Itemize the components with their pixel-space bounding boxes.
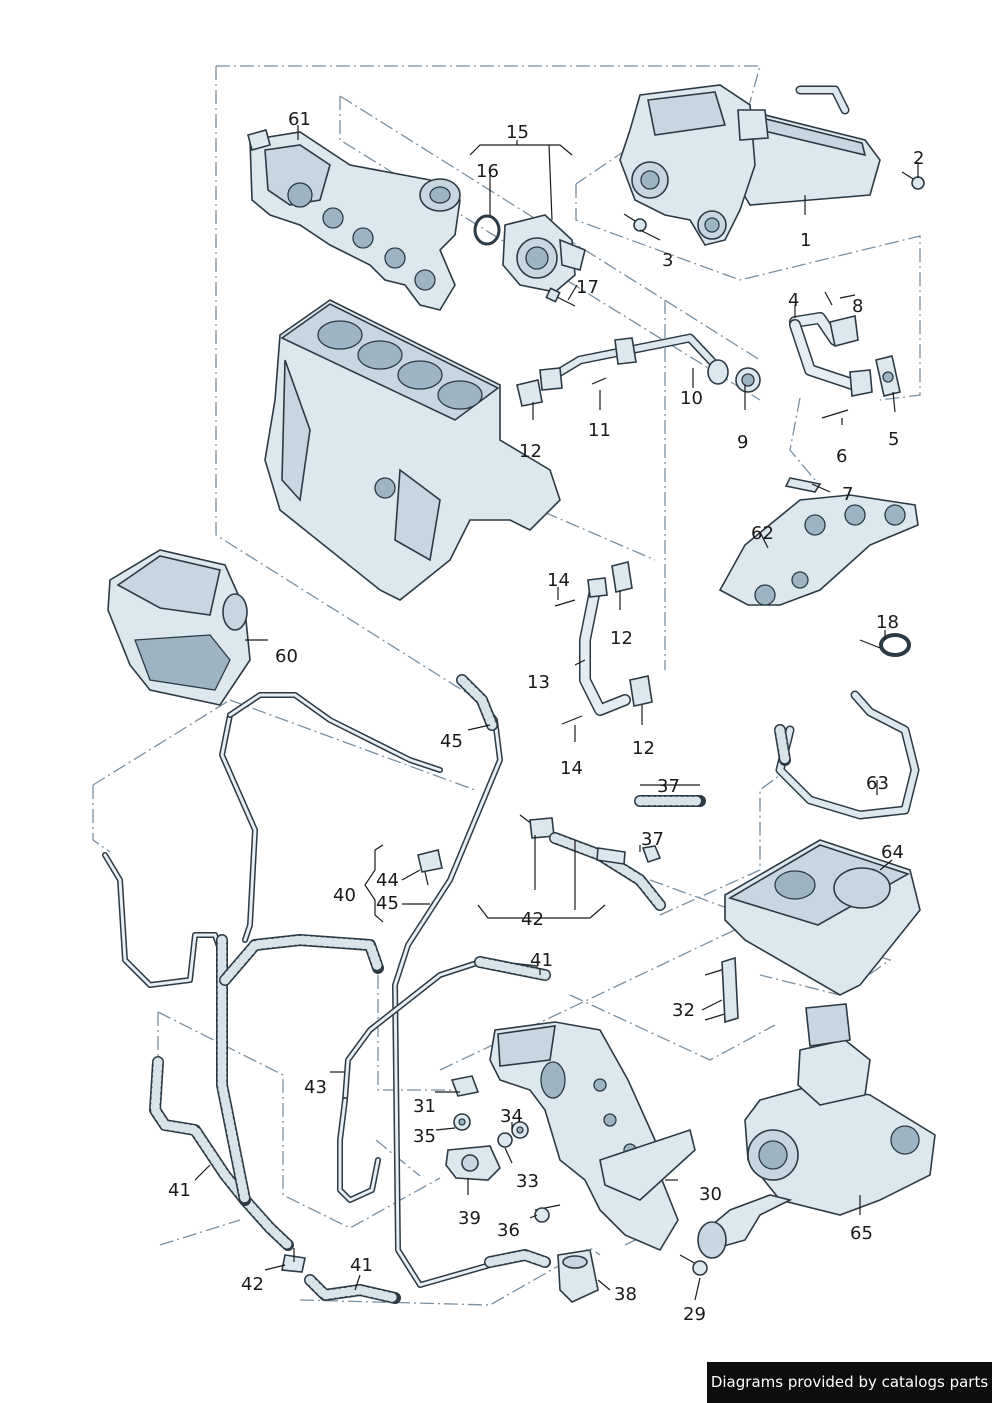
callout-61: 61 bbox=[288, 109, 311, 130]
callout-5: 5 bbox=[888, 429, 899, 450]
callout-41-c: 41 bbox=[350, 1255, 373, 1276]
callout-29: 29 bbox=[683, 1304, 706, 1325]
callout-18: 18 bbox=[876, 612, 899, 633]
callout-39: 39 bbox=[458, 1208, 481, 1229]
bolt-14a bbox=[554, 599, 576, 607]
solenoid-valve-39 bbox=[445, 1145, 501, 1181]
callout-36: 36 bbox=[497, 1220, 520, 1241]
bolt-8 bbox=[824, 291, 833, 306]
callout-12-a: 12 bbox=[519, 441, 542, 462]
nut-33 bbox=[497, 1132, 513, 1148]
callout-62: 62 bbox=[751, 523, 774, 544]
callout-12-c: 12 bbox=[632, 738, 655, 759]
callout-32: 32 bbox=[672, 1000, 695, 1021]
callout-4: 4 bbox=[788, 290, 799, 311]
callout-14-b: 14 bbox=[560, 758, 583, 779]
cylinder-block bbox=[264, 299, 561, 601]
clamp-9 bbox=[735, 367, 761, 393]
callout-6: 6 bbox=[836, 446, 847, 467]
callout-12-b: 12 bbox=[610, 628, 633, 649]
valve-38 bbox=[557, 1249, 599, 1303]
bolt-29 bbox=[679, 1254, 708, 1276]
callout-17: 17 bbox=[576, 277, 599, 298]
bolt-17 bbox=[545, 287, 576, 307]
callout-63: 63 bbox=[866, 773, 889, 794]
vacuum-lines bbox=[102, 677, 538, 1288]
callout-9: 9 bbox=[737, 432, 748, 453]
egr-cooler-1 bbox=[619, 84, 881, 246]
clamp-18 bbox=[859, 633, 911, 657]
callout-60: 60 bbox=[275, 646, 298, 667]
callout-14-a: 14 bbox=[547, 570, 570, 591]
o-ring-16 bbox=[473, 214, 501, 246]
leader-lines bbox=[194, 125, 919, 1301]
credit-banner: Diagrams provided by catalogs parts bbox=[707, 1362, 992, 1403]
bolts-32 bbox=[704, 956, 739, 1024]
callout-33: 33 bbox=[516, 1171, 539, 1192]
callout-2: 2 bbox=[913, 148, 924, 169]
pipe-13 bbox=[579, 561, 653, 716]
callout-41-b: 41 bbox=[168, 1180, 191, 1201]
nut-35 bbox=[453, 1113, 471, 1131]
cover-64 bbox=[724, 839, 921, 996]
callout-34: 34 bbox=[500, 1106, 523, 1127]
pipe-4 bbox=[789, 312, 873, 397]
callout-31: 31 bbox=[413, 1096, 436, 1117]
callout-64: 64 bbox=[881, 842, 904, 863]
group-boundaries bbox=[92, 65, 921, 1306]
callout-30: 30 bbox=[699, 1184, 722, 1205]
bolt-36 bbox=[534, 1204, 561, 1223]
bolt-6 bbox=[821, 409, 849, 419]
turbocharger-65 bbox=[697, 1003, 936, 1259]
bracket-30 bbox=[489, 1021, 696, 1252]
callout-3: 3 bbox=[662, 250, 673, 271]
pipe-63 bbox=[774, 690, 920, 820]
callout-13: 13 bbox=[527, 672, 550, 693]
callout-labels: 1 2 3 4 5 6 7 8 9 10 11 12 12 12 12 13 1… bbox=[168, 109, 924, 1325]
sensor-assembly-42 bbox=[519, 814, 666, 911]
callout-42-b: 42 bbox=[241, 1274, 264, 1295]
gasket-12a bbox=[516, 379, 543, 407]
callout-45-a: 45 bbox=[440, 731, 463, 752]
bolt-2 bbox=[901, 171, 925, 190]
callout-38: 38 bbox=[614, 1284, 637, 1305]
egr-pipe-10 bbox=[539, 333, 729, 391]
callout-15: 15 bbox=[506, 122, 529, 143]
callout-1: 1 bbox=[800, 230, 811, 251]
callout-37-b: 37 bbox=[641, 829, 664, 850]
callout-7: 7 bbox=[842, 484, 853, 505]
intake-manifold-61 bbox=[247, 129, 461, 311]
callout-16: 16 bbox=[476, 161, 499, 182]
callout-44: 44 bbox=[376, 870, 399, 891]
callout-65: 65 bbox=[850, 1223, 873, 1244]
callout-41-a: 41 bbox=[530, 950, 553, 971]
callout-11: 11 bbox=[588, 420, 611, 441]
t-connector-42 bbox=[281, 1248, 306, 1273]
callout-42-a: 42 bbox=[521, 909, 544, 930]
flange-housing-15 bbox=[502, 214, 586, 293]
callout-10: 10 bbox=[680, 388, 703, 409]
bolt-14b bbox=[561, 715, 583, 725]
callout-35: 35 bbox=[413, 1126, 436, 1147]
hoses-41 bbox=[149, 674, 551, 1304]
cover-60 bbox=[107, 549, 251, 706]
callout-8: 8 bbox=[852, 296, 863, 317]
clip-44 bbox=[417, 849, 443, 886]
callout-43: 43 bbox=[304, 1077, 327, 1098]
gasket-5 bbox=[875, 355, 901, 397]
bolt-3 bbox=[623, 213, 647, 232]
exhaust-manifold-62 bbox=[718, 477, 919, 606]
callout-40: 40 bbox=[333, 885, 356, 906]
bracket-31 bbox=[450, 1075, 480, 1097]
callout-45-b: 45 bbox=[376, 893, 399, 914]
callout-37-a: 37 bbox=[657, 776, 680, 797]
bolt-11 bbox=[591, 377, 607, 385]
cap-37 bbox=[641, 845, 662, 864]
